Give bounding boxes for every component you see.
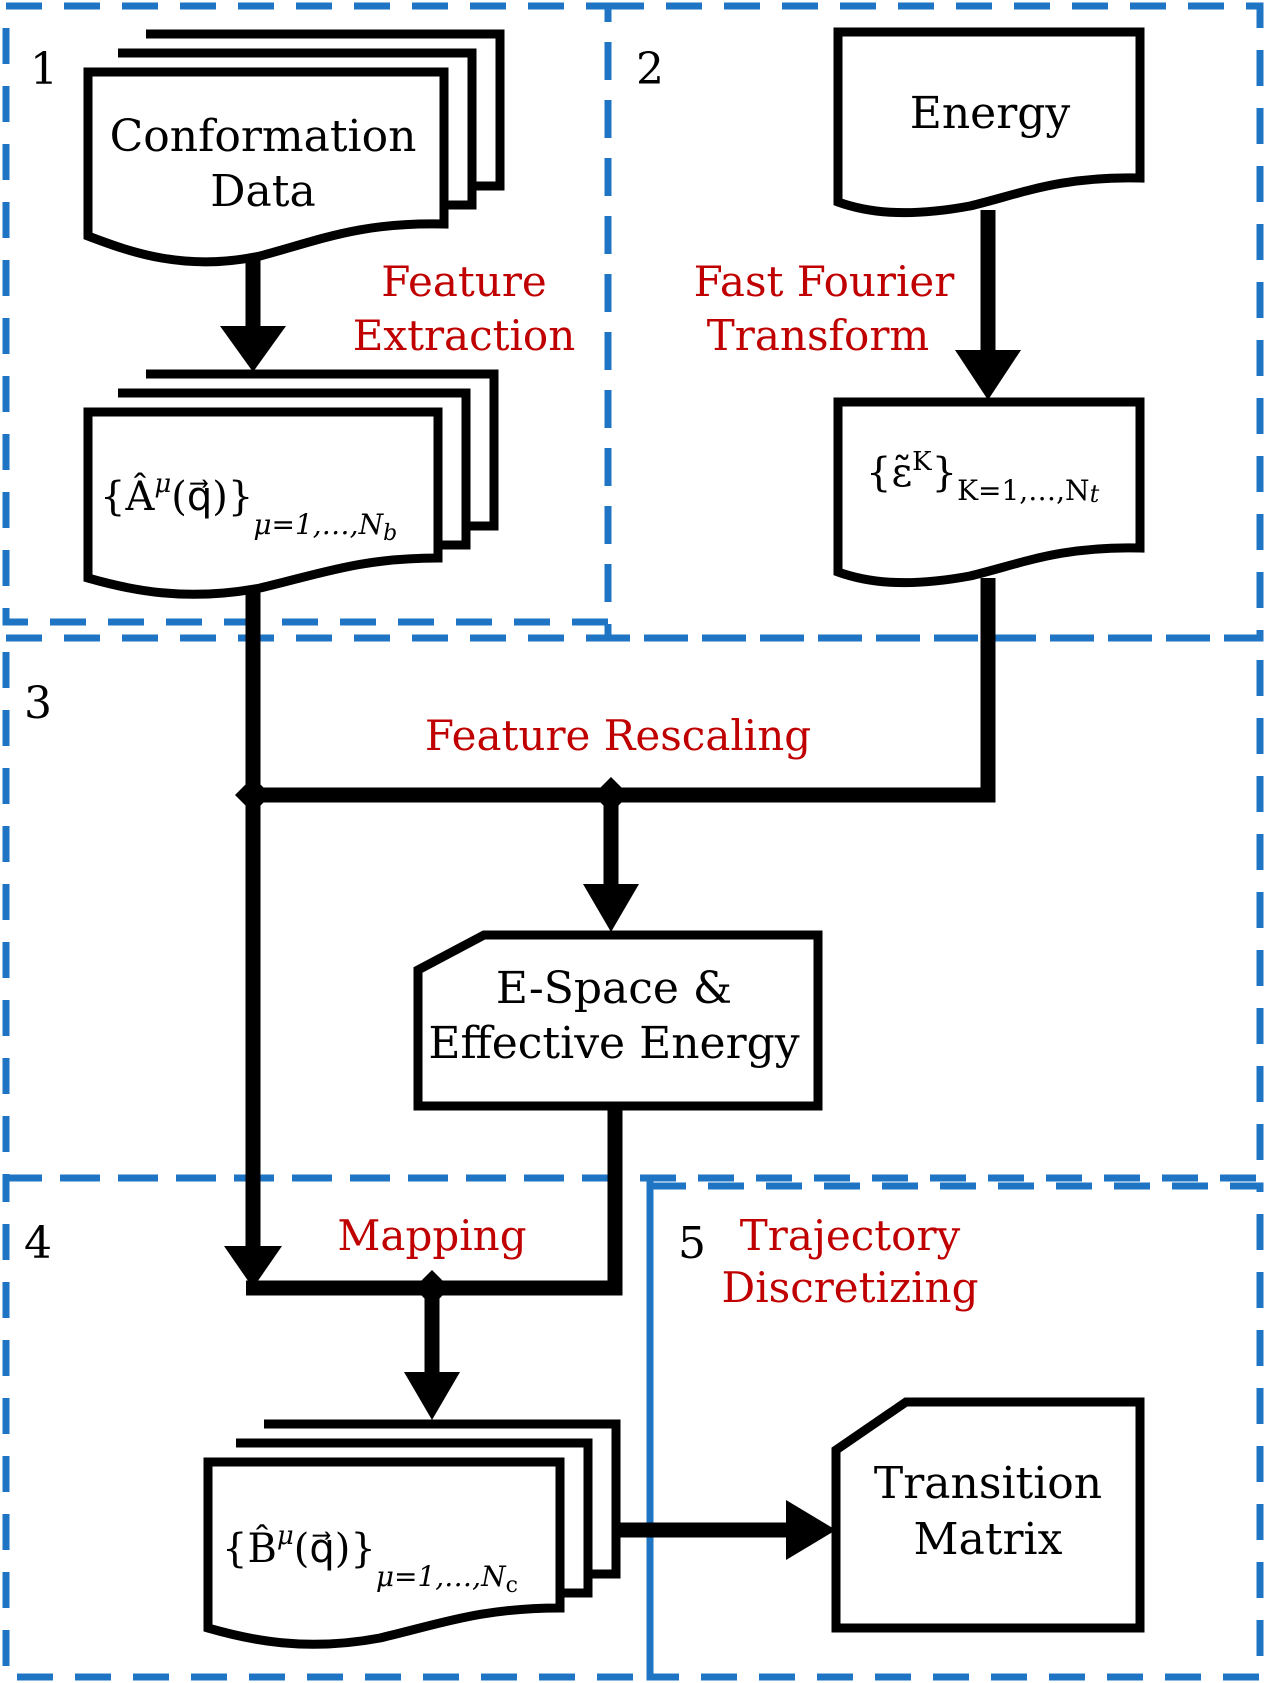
- arrowhead-espace: [583, 884, 639, 932]
- conformation-line2: Data: [210, 166, 315, 217]
- region-5-border: [646, 1182, 1264, 1681]
- process-fft-line1: Fast Fourier: [694, 257, 956, 306]
- process-trajectory-line1: Trajectory: [740, 1211, 961, 1260]
- region-4-border: [2, 1174, 654, 1681]
- a-features-label: {Âμ(q⃗)}μ=1,…,Nb: [100, 469, 397, 546]
- region-number-4: 4: [24, 1218, 52, 1269]
- flow-lines: [220, 210, 1021, 1560]
- region-number-2: 2: [636, 44, 664, 95]
- process-fft-line2: Transform: [707, 311, 929, 360]
- espace-line1: E-Space &: [496, 963, 732, 1014]
- epsilon-node: {ε̃K}K=1,…,Nt: [833, 397, 1145, 588]
- espace-line2: Effective Energy: [428, 1018, 799, 1069]
- conformation-data-node: Conformation Data: [83, 29, 505, 267]
- join-diamond-left: [235, 777, 271, 813]
- conformation-line1: Conformation: [110, 111, 417, 162]
- region-number-3: 3: [24, 678, 52, 729]
- region-number-5: 5: [678, 1218, 706, 1269]
- arrowhead-b: [404, 1372, 460, 1420]
- transition-line2: Matrix: [914, 1514, 1063, 1565]
- arrowhead-mapping-join: [224, 1246, 282, 1288]
- transition-matrix-node: Transition Matrix: [831, 1397, 1145, 1633]
- b-features-label: {B̂μ(q⃗)}μ=1,…,Nc: [222, 1521, 518, 1598]
- process-feature-extraction-line1: Feature: [381, 257, 547, 306]
- b-features-node: {B̂μ(q⃗)}μ=1,…,Nc: [203, 1419, 621, 1649]
- arrowhead-features: [220, 326, 286, 372]
- region-1-border: [2, 2, 612, 626]
- process-mapping: Mapping: [337, 1211, 526, 1260]
- energy-node: Energy: [833, 27, 1145, 218]
- region-2-border: [604, 2, 1264, 642]
- flow-epsilon-to-join: [253, 578, 996, 803]
- a-features-node: {Âμ(q⃗)}μ=1,…,Nb: [83, 369, 499, 599]
- arrowhead-transition: [786, 1500, 836, 1560]
- flow-espace-to-mapping: [246, 1105, 623, 1296]
- region-number-1: 1: [30, 44, 58, 95]
- epsilon-label: {ε̃K}K=1,…,Nt: [866, 447, 1100, 508]
- transition-line1: Transition: [874, 1458, 1102, 1509]
- process-trajectory-line2: Discretizing: [722, 1263, 979, 1312]
- process-feature-rescaling: Feature Rescaling: [425, 711, 811, 760]
- espace-node: E-Space & Effective Energy: [413, 930, 823, 1111]
- energy-label: Energy: [910, 88, 1071, 139]
- region-3-border: [2, 634, 1264, 1182]
- arrowhead-epsilon: [955, 350, 1021, 400]
- process-feature-extraction-line2: Extraction: [353, 311, 576, 360]
